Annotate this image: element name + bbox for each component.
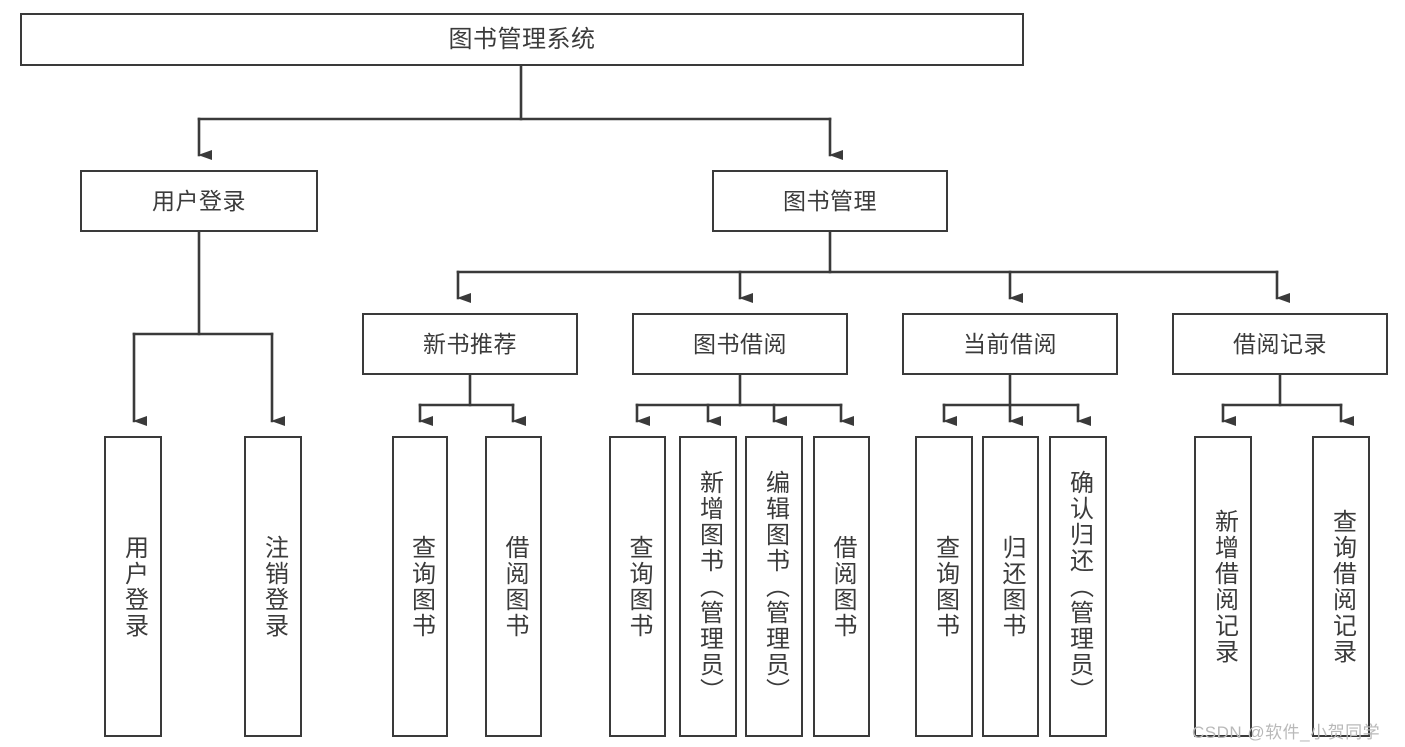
node-label: 借阅图书 xyxy=(500,534,528,639)
node-label: 新增图书（管理员） xyxy=(695,469,723,704)
node-label: 图书管理系统 xyxy=(448,25,596,53)
node-new-book-rec[interactable]: 新书推荐 xyxy=(362,313,578,375)
leaf-add-book[interactable]: 新增图书（管理员） xyxy=(679,436,737,737)
node-borrow-record[interactable]: 借阅记录 xyxy=(1172,313,1388,375)
leaf-query-record[interactable]: 查询借阅记录 xyxy=(1312,436,1370,737)
leaf-return-book[interactable]: 归还图书 xyxy=(982,436,1039,737)
leaf-logout[interactable]: 注销登录 xyxy=(244,436,302,737)
leaf-add-record[interactable]: 新增借阅记录 xyxy=(1194,436,1252,737)
node-label: 新书推荐 xyxy=(423,330,517,357)
node-label: 用户登录 xyxy=(152,187,246,214)
node-user-login[interactable]: 用户登录 xyxy=(80,170,318,232)
leaf-query-book-1[interactable]: 查询图书 xyxy=(392,436,448,737)
csdn-watermark: CSDN @软件_小贺同学 xyxy=(1192,723,1381,742)
node-label: 图书管理 xyxy=(783,187,877,214)
leaf-confirm-return[interactable]: 确认归还（管理员） xyxy=(1049,436,1107,737)
node-label: 图书借阅 xyxy=(693,330,787,357)
node-label: 查询图书 xyxy=(931,534,959,639)
node-current-borrow[interactable]: 当前借阅 xyxy=(902,313,1118,375)
node-label: 查询图书 xyxy=(407,534,435,639)
node-label: 借阅记录 xyxy=(1233,330,1327,357)
leaf-borrow-book-1[interactable]: 借阅图书 xyxy=(485,436,542,737)
leaf-user-login[interactable]: 用户登录 xyxy=(104,436,162,737)
node-label: 用户登录 xyxy=(120,534,148,639)
leaf-query-book-3[interactable]: 查询图书 xyxy=(915,436,973,737)
node-label: 新增借阅记录 xyxy=(1210,508,1238,665)
node-label: 借阅图书 xyxy=(828,534,856,639)
node-label: 查询图书 xyxy=(624,534,652,639)
node-label: 归还图书 xyxy=(997,534,1025,639)
leaf-borrow-book-2[interactable]: 借阅图书 xyxy=(813,436,870,737)
node-label: 注销登录 xyxy=(260,534,288,639)
node-label: 查询借阅记录 xyxy=(1328,508,1356,665)
node-label: 当前借阅 xyxy=(963,330,1057,357)
node-label: 编辑图书（管理员） xyxy=(761,469,789,704)
node-book-manage[interactable]: 图书管理 xyxy=(712,170,948,232)
leaf-edit-book[interactable]: 编辑图书（管理员） xyxy=(745,436,803,737)
node-label: 确认归还（管理员） xyxy=(1065,469,1093,704)
node-book-borrow[interactable]: 图书借阅 xyxy=(632,313,848,375)
leaf-query-book-2[interactable]: 查询图书 xyxy=(609,436,666,737)
node-root-system[interactable]: 图书管理系统 xyxy=(20,13,1024,66)
